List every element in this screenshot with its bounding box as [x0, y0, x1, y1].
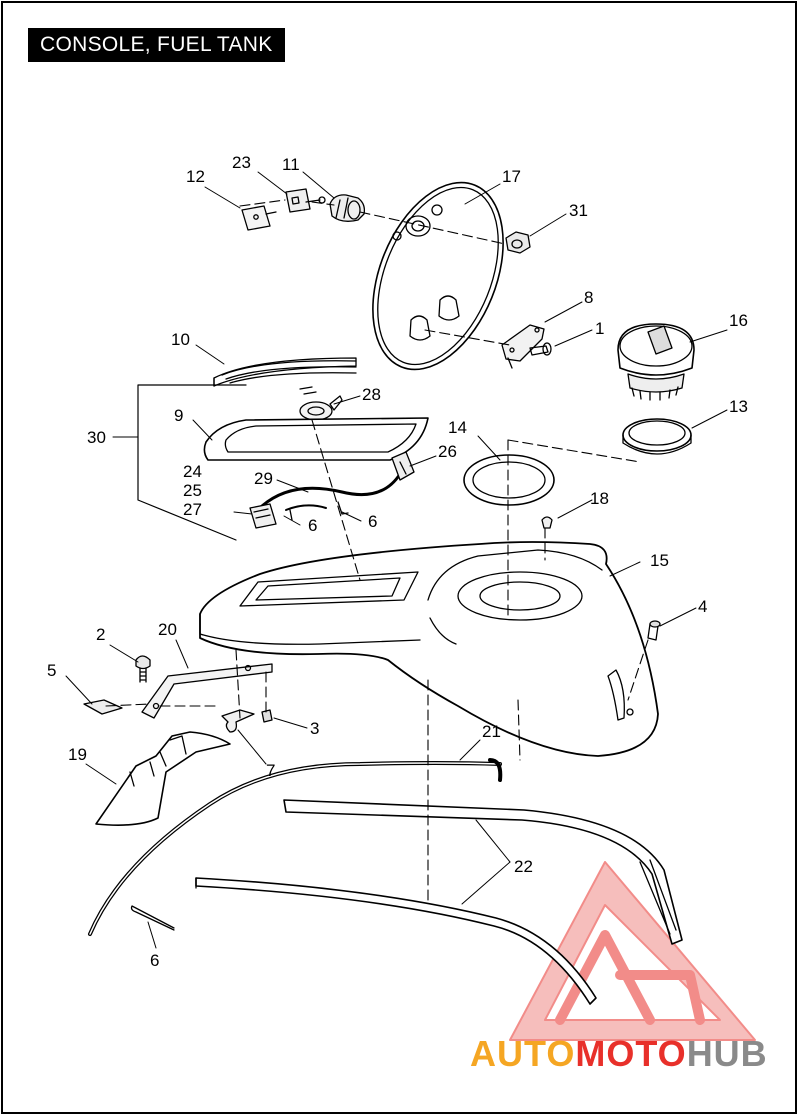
watermark-hub: HUB	[687, 1033, 768, 1074]
callout-28: 28	[362, 385, 381, 404]
part-9-panel-cover	[203, 417, 429, 461]
part-4-screw	[647, 620, 661, 641]
watermark-moto: MOTO	[575, 1033, 686, 1074]
part-23-bracket	[285, 188, 326, 213]
part-31-nut	[505, 231, 531, 254]
callout-25: 25	[183, 481, 202, 500]
callout-14: 14	[448, 418, 467, 437]
callout-22: 22	[514, 857, 533, 876]
part-11-ignition-switch	[329, 194, 366, 222]
callout-12: 12	[186, 167, 205, 186]
callout-9: 9	[174, 406, 183, 425]
callout-8: 8	[584, 288, 593, 307]
part-3-screw	[261, 709, 273, 723]
part-5-clip-nut	[83, 699, 123, 715]
page-title: CONSOLE, FUEL TANK	[28, 28, 285, 62]
callout-27: 27	[183, 500, 202, 519]
watermark-auto: AUTO	[470, 1033, 575, 1074]
callout-31: 31	[569, 201, 588, 220]
callout-6c: 6	[150, 951, 159, 970]
part-6-cotter-pin	[130, 905, 175, 931]
callout-6a: 6	[308, 516, 317, 535]
part-19-mount	[95, 731, 231, 826]
part-20-bracket	[141, 663, 273, 719]
callout-13: 13	[729, 397, 748, 416]
callout-23: 23	[232, 153, 251, 172]
part-17-round-plate	[372, 181, 504, 371]
part-22-trim-strips	[195, 799, 683, 1005]
callout-21: 21	[482, 722, 501, 741]
part-21-hose-inner	[89, 762, 501, 935]
part-2-bolt	[135, 655, 151, 683]
part-29-wiring-harness	[249, 451, 415, 529]
callout-4: 4	[698, 597, 707, 616]
callout-15: 15	[650, 551, 669, 570]
part-15-console-body	[199, 541, 659, 757]
callout-6b: 6	[368, 512, 377, 531]
part-12-key	[241, 205, 277, 231]
watermark-text: AUTOMOTOHUB	[470, 1033, 768, 1074]
callout-7: 7	[266, 761, 275, 780]
callout-labels: 1 2 3 4 5 6 6 6 7 8 9 10 11 12 13 14 15 …	[47, 153, 748, 970]
part-8-bracket	[501, 324, 545, 369]
callout-29: 29	[254, 469, 273, 488]
callout-16: 16	[729, 311, 748, 330]
callout-26: 26	[438, 442, 457, 461]
part-13-gasket	[622, 418, 692, 455]
callout-20: 20	[158, 620, 177, 639]
part-10-grille	[213, 357, 357, 387]
callout-5: 5	[47, 661, 56, 680]
callout-30: 30	[87, 428, 106, 447]
callout-17: 17	[502, 167, 521, 186]
callout-19: 19	[68, 745, 87, 764]
part-7-clip	[221, 709, 255, 733]
part-18-clip	[541, 516, 553, 529]
part-14-ring	[463, 454, 555, 506]
callout-3: 3	[310, 719, 319, 738]
callout-leaders	[65, 171, 728, 949]
part-16-fuel-cap	[617, 323, 695, 401]
callout-24: 24	[183, 462, 202, 481]
callout-2: 2	[96, 625, 105, 644]
callout-10: 10	[171, 330, 190, 349]
callout-18: 18	[590, 489, 609, 508]
callout-11: 11	[282, 155, 300, 174]
part-30-bracket-line	[137, 384, 247, 541]
callout-1: 1	[595, 319, 604, 338]
assembly-centerlines	[105, 199, 649, 901]
part-1-screw	[529, 342, 552, 356]
